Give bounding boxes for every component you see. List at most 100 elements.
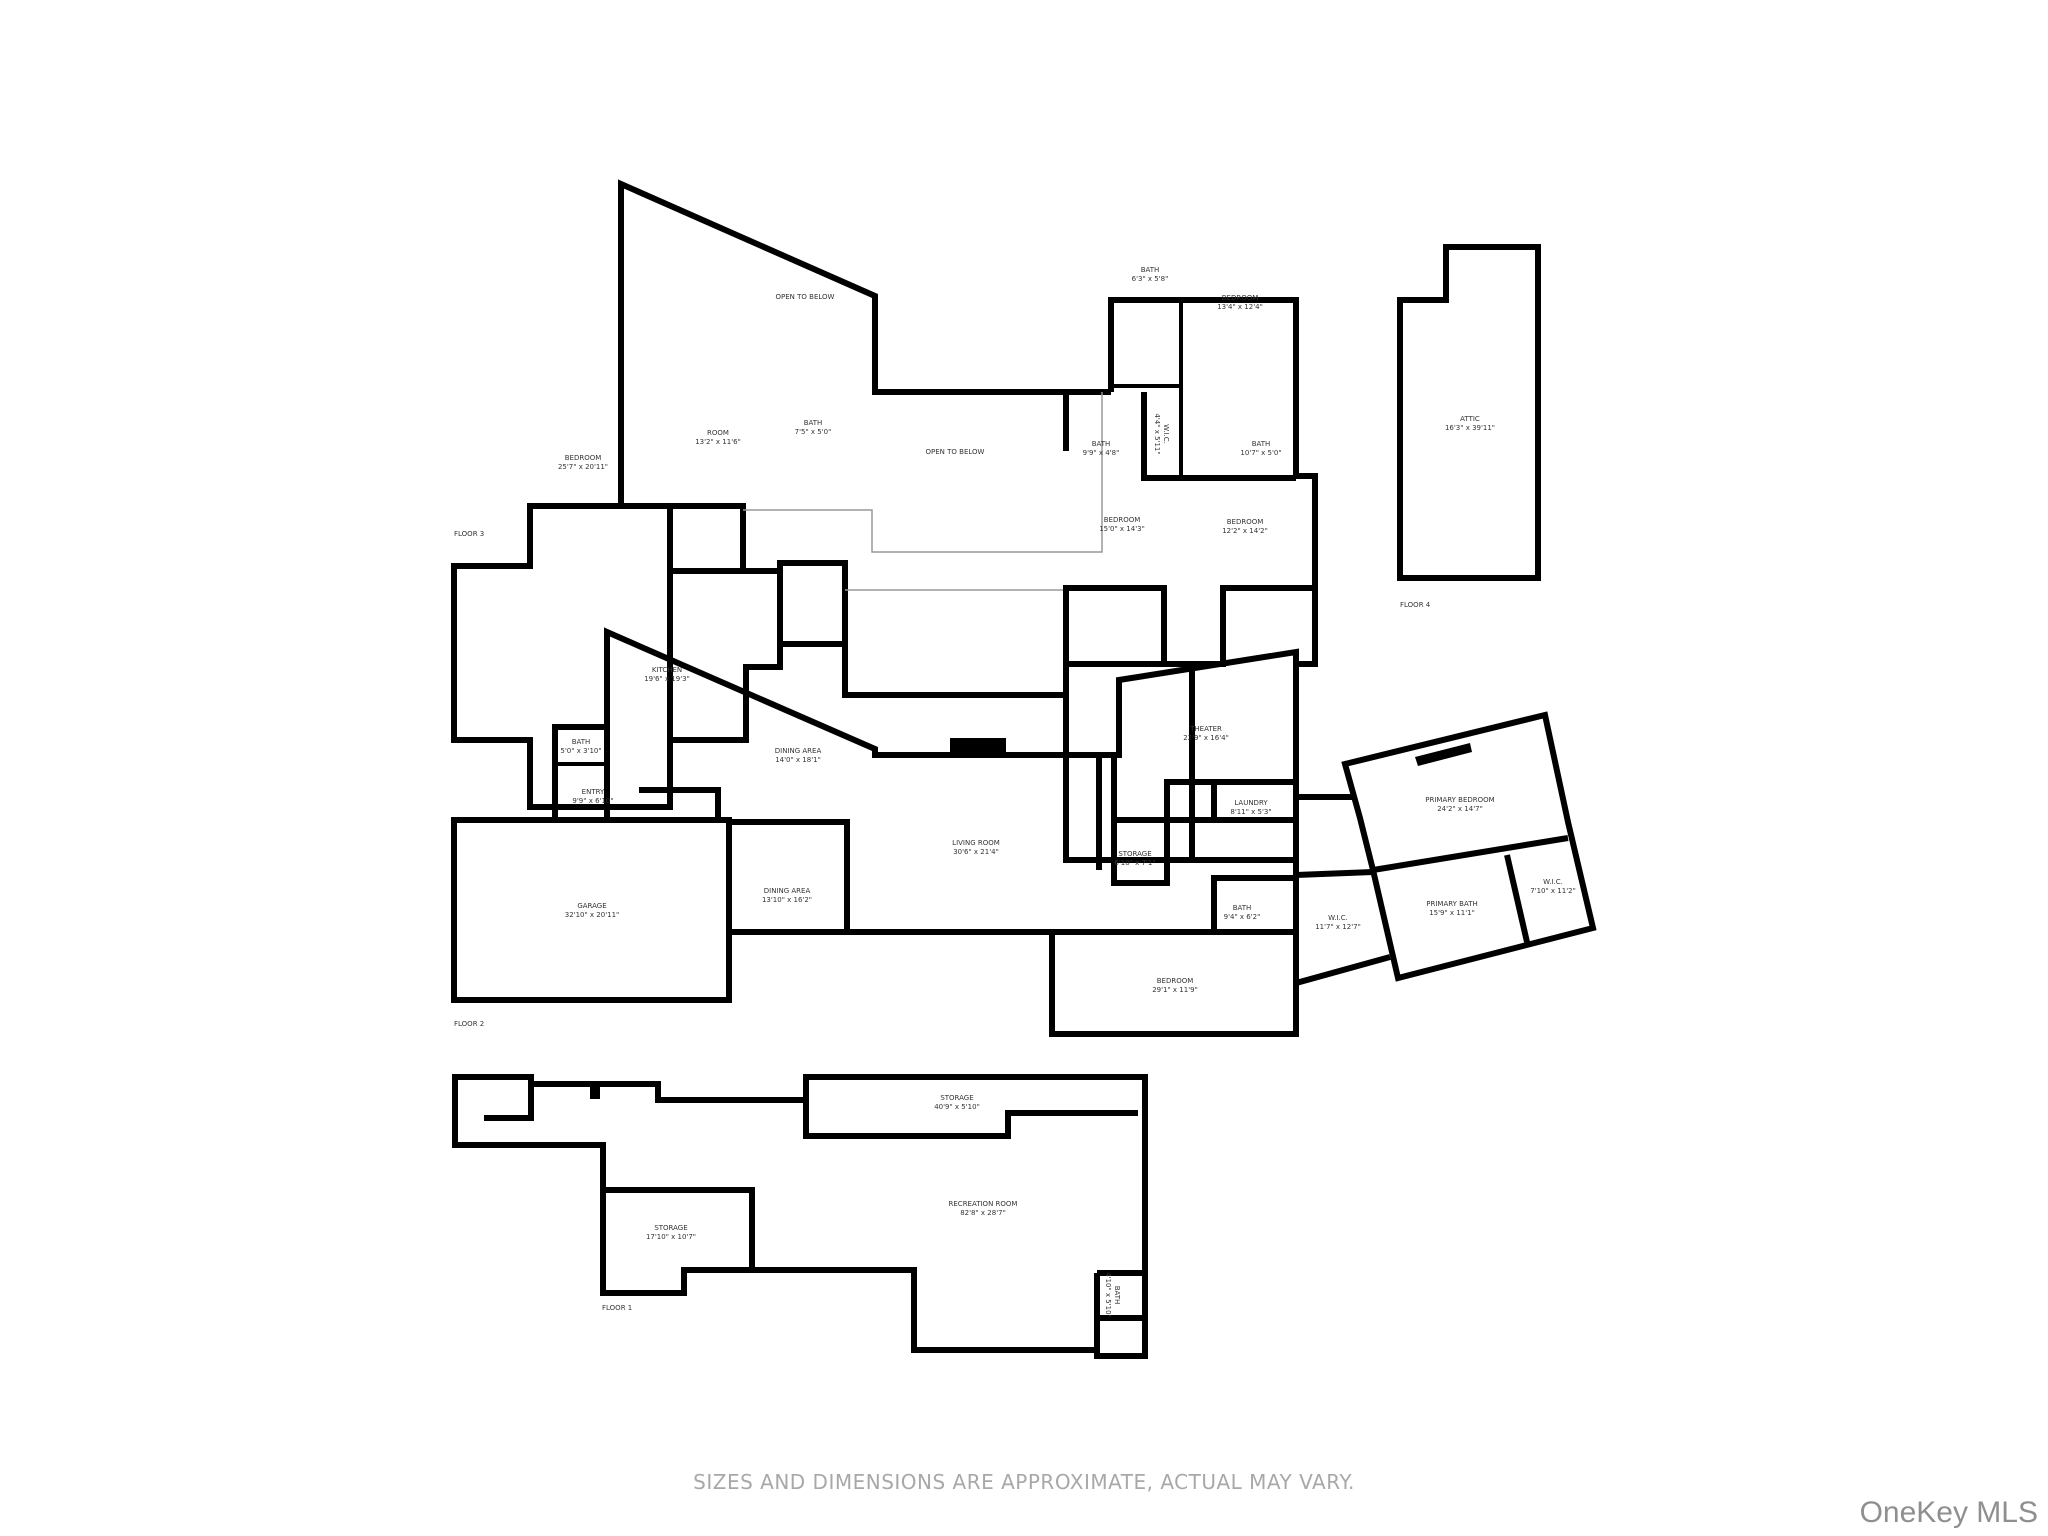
floor-1-plan: STORAGE 40'9" x 5'10" RECREATION ROOM 82… <box>452 1074 1148 1359</box>
room-dims: 24'2" x 14'7" <box>1437 805 1483 813</box>
room-label: RECREATION ROOM <box>949 1200 1018 1208</box>
wall <box>1341 711 1597 982</box>
chimney <box>590 1087 600 1099</box>
room-label: THEATER <box>1189 725 1222 733</box>
wall <box>1397 244 1541 581</box>
room-label: BATH <box>804 419 823 427</box>
floor-label: FLOOR 2 <box>454 1020 484 1028</box>
room-label: ENTRY <box>582 788 605 796</box>
room-dims: 25'7" x 20'11" <box>558 463 608 471</box>
wall <box>1295 869 1374 878</box>
wall <box>670 503 746 568</box>
room-dims: 9'9" x 6'10" <box>572 797 613 805</box>
room-label: PRIMARY BATH <box>1426 900 1477 908</box>
room-label: STORAGE <box>654 1224 687 1232</box>
room-label: BATH <box>1252 440 1271 448</box>
wall <box>777 560 848 647</box>
room-label: BATH <box>1113 1286 1121 1305</box>
room-label: BEDROOM <box>565 454 602 462</box>
wall <box>484 1077 534 1121</box>
room-label: W.I.C. <box>1543 878 1563 886</box>
room-dims: 14'0" x 18'1" <box>775 756 821 764</box>
room-dims: 10'7" x 5'0" <box>1240 449 1281 457</box>
room-label: STORAGE <box>940 1094 973 1102</box>
wall <box>451 503 673 810</box>
room-dims: 32'10" x 20'11" <box>565 911 620 919</box>
room-label: BEDROOM <box>1222 294 1259 302</box>
onekey-mls-logo: OneKey MLS <box>1859 1496 2038 1529</box>
wall <box>1293 875 1391 987</box>
floor-3-plan: OPEN TO BELOW BEDROOM 25'7" x 20'11" ROO… <box>451 179 1318 863</box>
room-dims: 6'3" x 5'8" <box>1132 275 1169 283</box>
room-label: OPEN TO BELOW <box>776 293 835 301</box>
wall <box>603 1187 755 1270</box>
wall <box>552 724 607 823</box>
room-dims: 22'9" x 16'4" <box>1183 734 1229 742</box>
wall <box>1111 755 1296 886</box>
room-label: STORAGE <box>1118 850 1151 858</box>
wall <box>726 819 850 935</box>
fireplace <box>1415 743 1472 766</box>
room-dims: 19'6" x 19'3" <box>644 675 690 683</box>
room-label: DINING AREA <box>775 747 822 755</box>
room-dims: 8'11" x 5'3" <box>1230 808 1271 816</box>
garage-wall <box>451 817 732 1003</box>
wall <box>1063 585 1318 863</box>
wall <box>639 787 721 820</box>
fireplace <box>950 738 1006 756</box>
floor-label: FLOOR 1 <box>602 1304 632 1312</box>
room-label: DINING AREA <box>764 887 811 895</box>
room-dims: 82'8" x 28'7" <box>960 1209 1006 1217</box>
room-dims: 11'7" x 12'7" <box>1315 923 1361 931</box>
room-label: KITCHEN <box>652 666 682 674</box>
room-label: GARAGE <box>577 902 606 910</box>
wall <box>803 1100 1138 1139</box>
room-dims: 7'5" x 5'0" <box>795 428 832 436</box>
wall <box>1372 835 1569 873</box>
room-dims: 13'2" x 11'6" <box>695 438 741 446</box>
room-dims: 16'3" x 39'11" <box>1445 424 1495 432</box>
room-dims: 30'6" x 21'4" <box>953 848 999 856</box>
room-dims: 9'4" x 6'2" <box>1224 913 1261 921</box>
room-label: LIVING ROOM <box>952 839 1000 847</box>
wall <box>670 568 783 743</box>
wall <box>1211 875 1296 932</box>
floor-label: FLOOR 3 <box>454 530 484 538</box>
room-dims: 12'2" x 14'2" <box>1222 527 1268 535</box>
room-label: W.I.C. <box>1328 914 1348 922</box>
wall <box>847 929 1299 1034</box>
room-label: W.I.C. <box>1162 424 1170 444</box>
wall <box>1108 297 1318 664</box>
room-label: BATH <box>1141 266 1160 274</box>
railing <box>743 392 1103 553</box>
floor-2-plan: KITCHEN 19'6" x 19'3" DINING AREA 14'0" … <box>451 627 1597 1037</box>
wall <box>452 1074 1148 1359</box>
room-label: BATH <box>1233 904 1252 912</box>
room-label: BEDROOM <box>1157 977 1194 985</box>
room-label: ROOM <box>707 429 729 437</box>
room-label: LAUNDRY <box>1234 799 1268 807</box>
room-label: OPEN TO BELOW <box>926 448 985 456</box>
room-label: BATH <box>572 738 591 746</box>
floor-4-plan: ATTIC 16'3" x 39'11" FLOOR 4 <box>1397 244 1541 609</box>
room-dims: 5'0" x 3'10" <box>560 747 601 755</box>
wall <box>842 588 1066 698</box>
room-dims: 6'10" x 7'1" <box>1114 859 1155 867</box>
room-dims: 13'10" x 16'2" <box>762 896 812 904</box>
room-dims: 4'10" x 5'10" <box>1104 1272 1112 1318</box>
wall <box>1141 392 1296 481</box>
room-label: BEDROOM <box>1104 516 1141 524</box>
wall <box>618 179 1111 507</box>
room-label: BATH <box>1092 440 1111 448</box>
room-label: PRIMARY BEDROOM <box>1425 796 1494 804</box>
room-dims: 29'1" x 11'9" <box>1152 986 1198 994</box>
room-dims: 4'4" x 5'11" <box>1153 413 1161 454</box>
room-dims: 40'9" x 5'10" <box>934 1103 980 1111</box>
room-dims: 7'10" x 11'2" <box>1530 887 1576 895</box>
room-label: ATTIC <box>1460 415 1480 423</box>
floor-label: FLOOR 4 <box>1400 601 1431 609</box>
room-dims: 13'4" x 12'4" <box>1217 303 1263 311</box>
room-dims: 15'0" x 14'3" <box>1099 525 1145 533</box>
room-dims: 15'9" x 11'1" <box>1429 909 1475 917</box>
